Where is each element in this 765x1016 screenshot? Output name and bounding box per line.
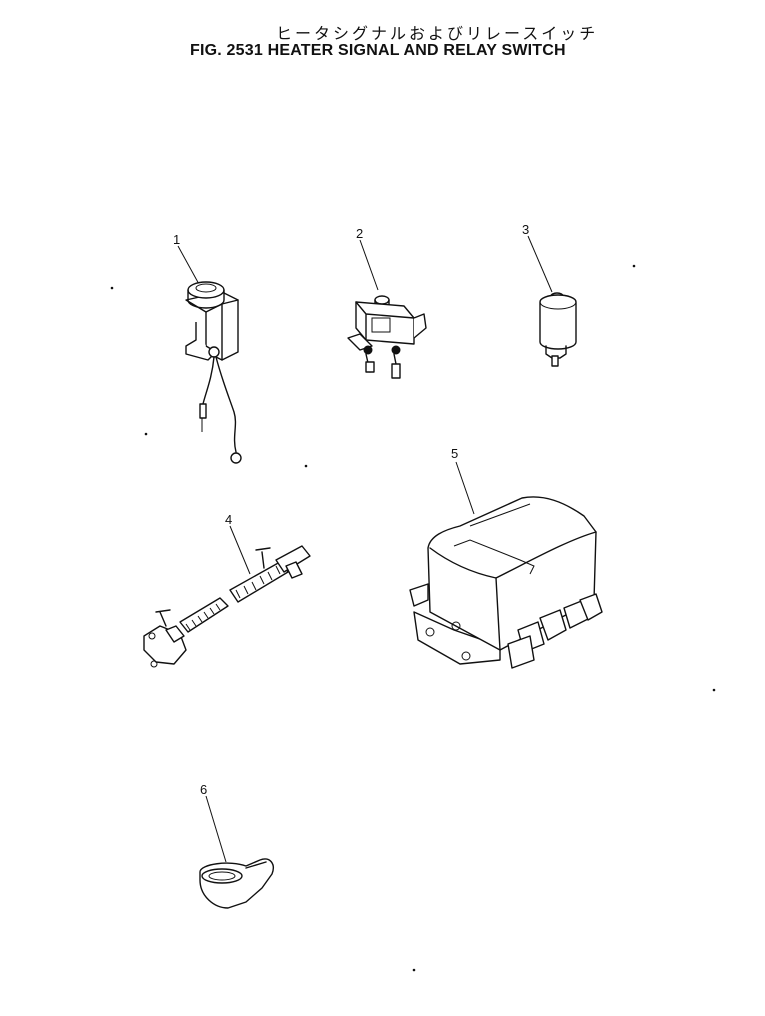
part-2-relay-switch — [347, 239, 427, 379]
callout-3: 3 — [522, 222, 530, 237]
part-1-heater-signal — [177, 245, 242, 464]
part-4-heater-element — [143, 525, 311, 668]
callout-4: 4 — [225, 512, 233, 527]
callout-2: 2 — [356, 226, 364, 241]
part-3-signal-sensor — [527, 235, 577, 367]
callout-1: 1 — [173, 232, 181, 247]
scan-specks — [110, 264, 716, 972]
callout-5: 5 — [451, 446, 459, 461]
figure-title: FIG. 2531 HEATER SIGNAL AND RELAY SWITCH — [190, 42, 566, 59]
part-5-relay-box — [409, 461, 603, 669]
part-6-rubber-boot — [199, 795, 274, 909]
figure-title-japanese: ヒータシグナルおよびリレースイッチ — [276, 24, 599, 43]
callout-6: 6 — [200, 782, 208, 797]
